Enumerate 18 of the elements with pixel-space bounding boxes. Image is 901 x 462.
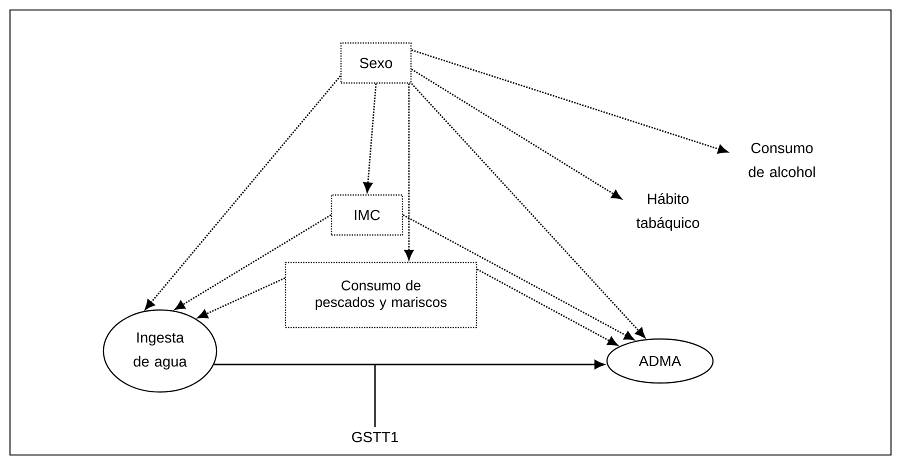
arrow — [411, 68, 622, 200]
arrow — [411, 83, 646, 338]
arrow — [476, 268, 618, 346]
variable-label: Consumo de alcohol — [748, 142, 815, 178]
variable-label: GSTT1 — [352, 432, 398, 442]
connector-line — [374, 364, 376, 428]
arrow — [402, 214, 634, 340]
variable-label: Hábito tabáquico — [636, 193, 700, 231]
arrow — [144, 76, 341, 310]
arrow — [198, 277, 286, 318]
variable-box: Sexo — [340, 42, 412, 84]
arrow — [174, 214, 332, 310]
variable-box: Consumo de pescados y mariscos — [284, 262, 478, 328]
arrow — [363, 84, 377, 193]
arrow — [411, 49, 728, 154]
arrow — [404, 84, 414, 260]
variable-box: IMC — [330, 194, 404, 236]
arrow — [214, 360, 605, 370]
